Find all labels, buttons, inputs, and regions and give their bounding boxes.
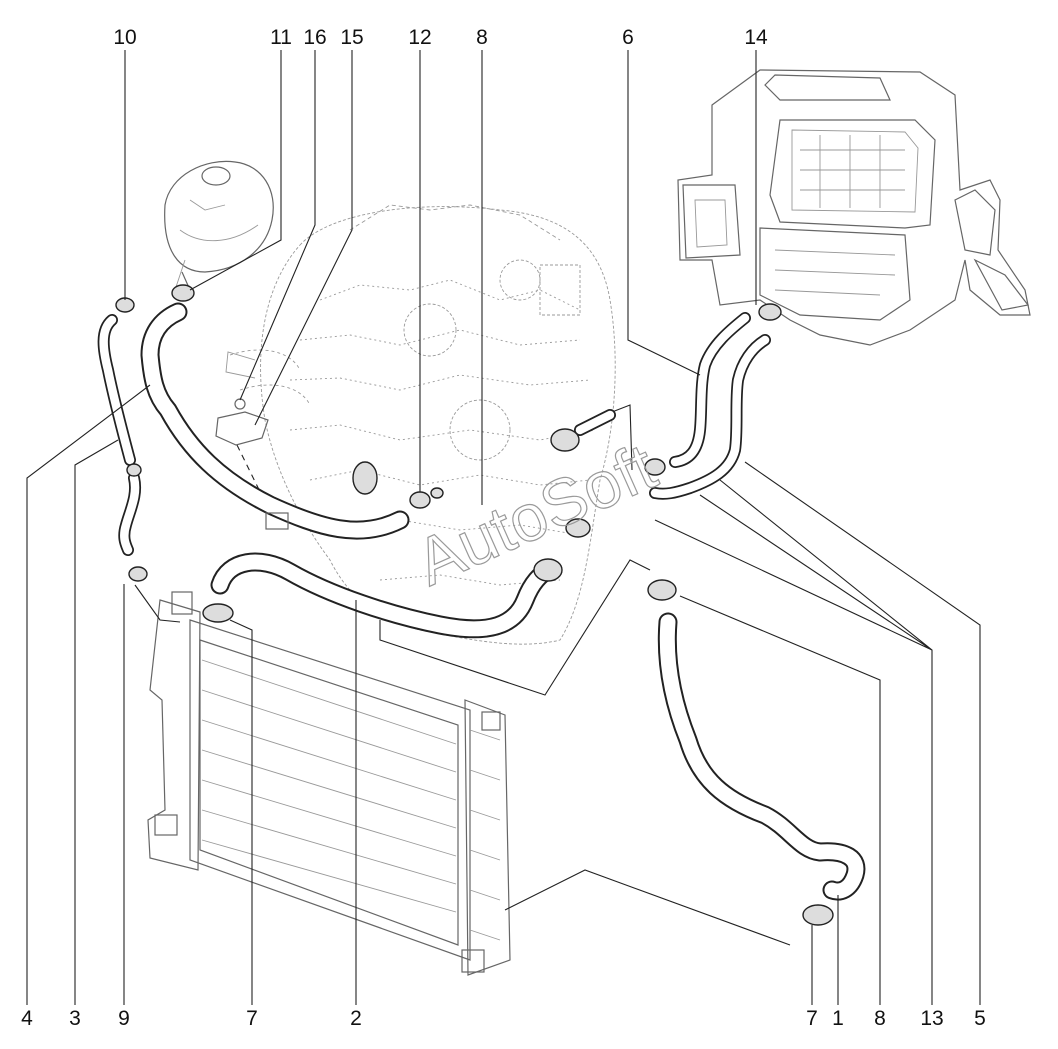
callout-7-right: 7 [806, 1007, 818, 1030]
hose-3 [97, 314, 141, 556]
callout-13: 13 [920, 1007, 943, 1030]
heater-unit [677, 69, 1031, 346]
callout-6: 6 [622, 26, 634, 49]
callout-1: 1 [832, 1007, 844, 1030]
callout-9: 9 [118, 1007, 130, 1030]
clamp-11 [171, 284, 195, 302]
callout-10: 10 [113, 26, 136, 49]
callout-7-left: 7 [246, 1007, 258, 1030]
fitting-upper-right [550, 428, 580, 452]
hose-4 [140, 302, 410, 540]
hose-5 [649, 334, 771, 500]
callout-15: 15 [340, 26, 363, 49]
callouts-top: 10 11 16 15 12 8 6 14 [113, 26, 768, 49]
fitting-15 [430, 487, 444, 499]
expansion-tank [164, 160, 274, 291]
hose-6 [669, 312, 751, 468]
callout-11: 11 [270, 26, 292, 49]
radiator [147, 591, 511, 976]
clamp-14 [758, 303, 782, 321]
outlet-thermostat [352, 461, 378, 495]
callout-14: 14 [744, 26, 768, 49]
hose-1 [657, 612, 866, 901]
callout-16: 16 [303, 26, 326, 49]
callout-5: 5 [974, 1007, 986, 1030]
hose-2 [210, 552, 560, 639]
callout-12: 12 [408, 26, 431, 49]
hose-8-upper [574, 409, 616, 436]
clamp-2-right [533, 558, 563, 582]
clamp-7-left [202, 603, 234, 623]
leader-lines [26, 50, 981, 1005]
callout-8-bottom: 8 [874, 1007, 886, 1030]
callout-4: 4 [21, 1007, 33, 1030]
clamp-8-lower [647, 579, 677, 601]
callout-3: 3 [69, 1007, 81, 1030]
clamp-10 [115, 297, 135, 313]
clamp-12 [409, 491, 431, 509]
engine-block [225, 204, 616, 645]
clamp-9 [128, 566, 148, 582]
clamp-13 [644, 458, 666, 476]
callout-2: 2 [350, 1007, 362, 1030]
callouts-bottom: 4 3 9 7 2 7 1 8 13 5 [21, 1007, 986, 1030]
clamp-3-mid [126, 463, 142, 477]
clamps [115, 284, 834, 926]
callout-8-top: 8 [476, 26, 488, 49]
fitting-lower-right [565, 518, 591, 538]
clamp-7-right [802, 904, 834, 926]
